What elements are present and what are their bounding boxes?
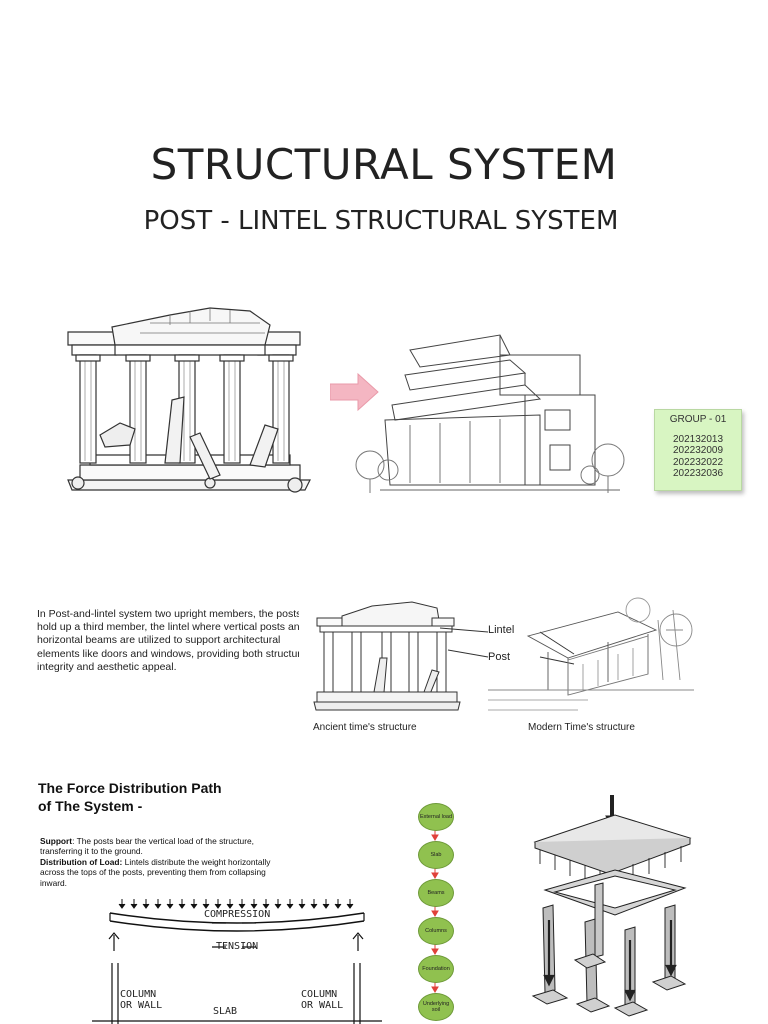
modern-structure-caption: Modern Time's structure [528,722,635,733]
compression-label: COMPRESSION [204,909,271,920]
description-line: hold up a third member, the lintel where… [37,621,299,634]
beam-load-diagram [92,899,382,1024]
flow-node-columns: Columns [418,917,454,945]
transition-arrow-icon [330,372,379,412]
modern-house-illustration [488,597,694,711]
slab-label: SLAB [213,1006,238,1017]
description-line: In Post-and-lintel system two upright me… [37,608,299,620]
distribution-label: Distribution of Load: [40,856,123,867]
description-line: horizontal beams are utilized to support… [37,634,281,647]
distribution-text: Distribution of Load: Lintels distribute… [40,857,290,888]
left-column-label-line: COLUMN [120,989,157,1000]
flow-node-foundation: Foundation [418,955,454,983]
right-column-label-line: COLUMN [301,989,338,1000]
group-heading: GROUP - 01 [669,414,727,425]
support-text: Support: The posts bear the vertical loa… [40,836,290,857]
right-column-label: COLUMN OR WALL [301,989,343,1011]
group-member: 202232009 [672,445,724,456]
group-member: 202232022 [672,456,724,468]
tension-label: TENSION [216,941,259,952]
ancient-temple-illustration [67,307,311,493]
left-column-label-line: OR WALL [120,1000,163,1011]
ancient-structure-caption: Ancient time's structure [313,722,417,733]
load-path-3d-illustration [531,795,692,1017]
left-column-label: COLUMN OR WALL [120,989,162,1011]
force-path-heading-line: The Force Distribution Path [38,780,222,796]
description-line: integrity and aesthetic appeal. [37,660,177,673]
post-label: Post [488,651,511,663]
lintel-label: Lintel [488,624,515,636]
support-paragraph: Support: The posts bear the vertical loa… [40,836,290,888]
page-subtitle: POST - LINTEL STRUCTURAL SYSTEM [143,206,619,236]
force-path-heading-line: of The System - [38,798,143,814]
modern-building-illustration [355,334,625,493]
flow-node-beams: Beams [418,879,454,907]
distribution-body: Lintels distribute the weight horizontal… [40,856,271,888]
flow-node-external-load: External load [418,803,454,831]
support-body: : The posts bear the vertical load of th… [40,836,254,857]
description-line: elements like doors and windows, providi… [37,647,299,660]
group-member: 202132013 [672,433,724,445]
flowchart-arrows [431,829,439,993]
load-arrow-row [118,899,354,909]
group-info-box: GROUP - 01 202132013 202232009 202232022… [654,409,742,491]
ancient-structure-small-illustration [313,601,461,711]
page-title: STRUCTURAL SYSTEM [150,140,618,189]
description-paragraph: In Post-and-lintel system two upright me… [37,608,299,674]
flow-node-underlying-soil: Underlying soil [418,993,454,1021]
support-label: Support [40,836,73,846]
right-column-label-line: OR WALL [301,1000,344,1011]
force-path-heading: The Force Distribution Path of The Syste… [38,779,222,815]
flow-node-slab: Slab [418,841,454,869]
group-member: 202232036 [672,468,724,479]
